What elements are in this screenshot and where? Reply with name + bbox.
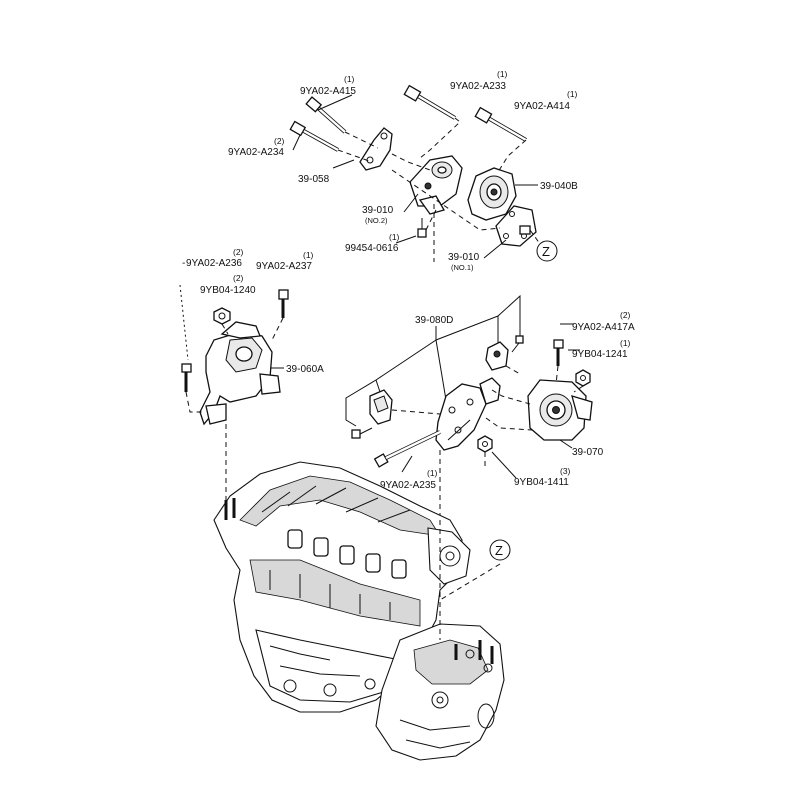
qty-9ya02-a415: (1) <box>344 74 355 84</box>
mount-39-060a <box>199 321 281 426</box>
sublabel-no1: (NO.1) <box>451 263 474 272</box>
label-9ya02-a414: 9YA02-A414 <box>514 101 570 112</box>
bolt-9ya02-a414 <box>474 106 528 142</box>
bolt-9ya02-a417a <box>553 339 564 366</box>
qty-9ya02-a235: (1) <box>427 468 438 478</box>
mount-39-010-no2 <box>409 155 463 215</box>
label-9yb04-1240: 9YB04-1240 <box>200 285 256 296</box>
qty-9ya02-a234: (2) <box>274 136 285 146</box>
qty-9ya02-a414: (1) <box>567 89 578 99</box>
bolt-9ya02-a236 <box>181 363 192 392</box>
label-9ya02-a235: 9YA02-A235 <box>380 480 436 491</box>
label-9ya02-a236: 9YA02-A236 <box>186 258 242 269</box>
engine-transmission-assembly <box>213 461 505 761</box>
label-99454-0616: 99454-0616 <box>345 243 399 254</box>
qty-9ya02-a233: (1) <box>497 69 508 79</box>
label-39-010-no2: 39-010 <box>362 205 394 216</box>
label-39-058: 39-058 <box>298 174 330 185</box>
reference-z-top: Z <box>542 244 550 259</box>
bolt-small-right <box>511 335 524 353</box>
cylinder-head-ports <box>287 529 407 579</box>
label-9ya02-a417a: 9YA02-A417A <box>572 322 635 333</box>
right-mount-assembly <box>345 294 593 520</box>
plate-39-010-no1 <box>495 205 537 247</box>
left-mount-assembly <box>179 284 289 500</box>
bolt-9ya02-a235 <box>373 430 441 468</box>
bracket-main-39-080d <box>435 377 501 451</box>
qty-99454-0616: (1) <box>389 232 400 242</box>
qty-9ya02-a236: (2) <box>233 247 244 257</box>
svg-text:-: - <box>182 258 185 269</box>
label-9ya02-a415: 9YA02-A415 <box>300 86 356 97</box>
block-39-080d <box>369 389 393 425</box>
qty-9yb04-1411: (3) <box>560 466 571 476</box>
bolt-small-left <box>351 427 373 439</box>
nut-9yb04-1240 <box>213 307 231 325</box>
label-9yb04-1241: 9YB04-1241 <box>572 349 628 360</box>
label-9ya02-a234: 9YA02-A234 <box>228 147 284 158</box>
sublabel-no2: (NO.2) <box>365 216 388 225</box>
qty-9ya02-a237: (1) <box>303 250 314 260</box>
reference-z-circle-bottom <box>489 539 511 561</box>
mount-39-070 <box>527 379 593 441</box>
bracket-39-058 <box>359 127 393 171</box>
top-mount-assembly: Z <box>289 84 558 262</box>
label-9ya02-a233: 9YA02-A233 <box>450 81 506 92</box>
label-39-060a: 39-060A <box>286 364 324 375</box>
qty-9ya02-a417a: (2) <box>620 310 631 320</box>
qty-9yb04-1240: (2) <box>233 273 244 283</box>
label-39-010-no1: 39-010 <box>448 252 480 263</box>
label-39-080d: 39-080D <box>415 315 453 326</box>
label-9ya02-a237: 9YA02-A237 <box>256 261 312 272</box>
nut-9yb04-1411 <box>477 435 493 453</box>
nut-9yb04-1241 <box>575 369 591 387</box>
mount-39-040b <box>467 167 517 221</box>
bolt-9ya02-a233 <box>403 84 457 120</box>
reference-z-circle-top <box>536 240 558 262</box>
label-39-070: 39-070 <box>572 447 604 458</box>
bolt-99454-0616 <box>417 218 427 238</box>
bolt-9ya02-a234 <box>289 120 339 152</box>
bolt-9ya02-a415 <box>305 96 347 134</box>
bracket-small-39-080d <box>485 341 509 371</box>
label-39-040b: 39-040B <box>540 181 578 192</box>
reference-z-bottom: Z <box>495 543 503 558</box>
bolt-9ya02-a237 <box>278 289 289 318</box>
qty-9yb04-1241: (1) <box>620 338 631 348</box>
label-9yb04-1411: 9YB04-1411 <box>514 477 569 488</box>
